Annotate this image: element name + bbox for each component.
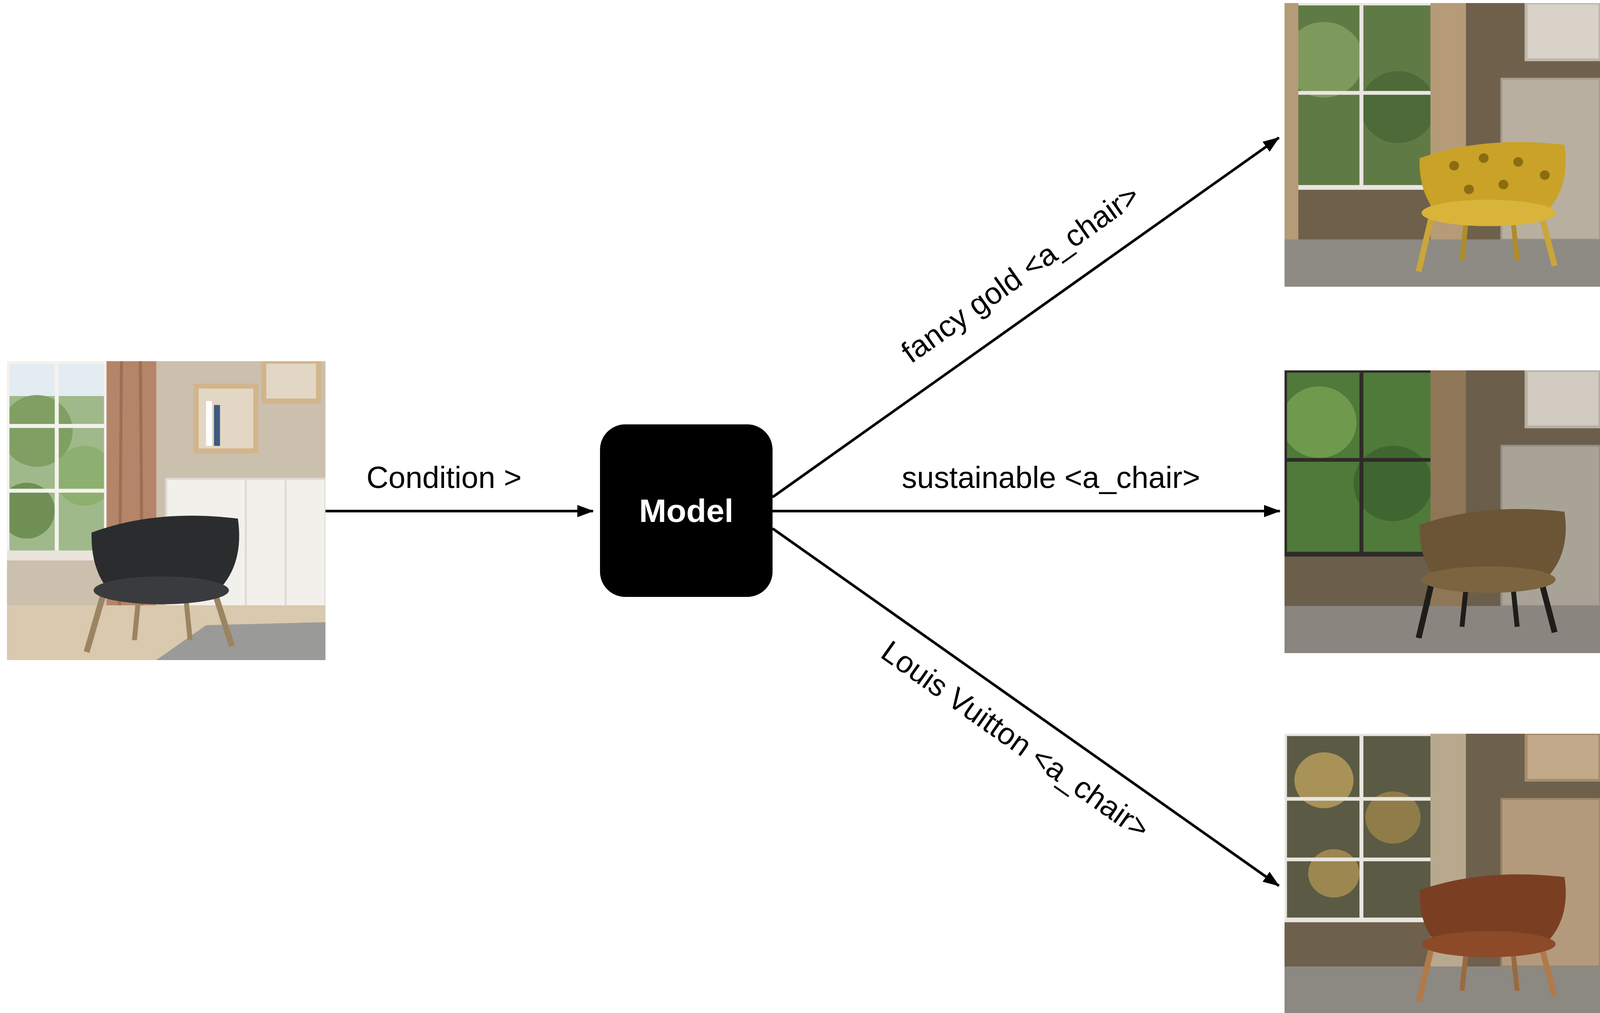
window-bar: [54, 361, 59, 556]
tree: [0, 395, 73, 468]
window-bar: [6, 488, 107, 493]
chair-pattern: [1498, 179, 1509, 190]
chair-seat: [1421, 566, 1556, 594]
chair-pattern: [1449, 160, 1460, 171]
tree: [1281, 386, 1357, 458]
window-bar: [1284, 796, 1438, 801]
tree: [1360, 71, 1436, 143]
window-view: [1284, 3, 1438, 188]
window-view: [1284, 733, 1438, 920]
window-frame: [6, 361, 107, 556]
chair: [1418, 142, 1567, 272]
output-photo: [1281, 370, 1600, 654]
chair: [86, 515, 240, 653]
arrow-line: [325, 509, 594, 513]
prompt-label: sustainable <a_chair>: [901, 460, 1201, 496]
arrow-line: [772, 137, 1279, 498]
floor: [6, 605, 326, 661]
shelf: [263, 361, 319, 401]
chair-pattern: [1539, 170, 1550, 180]
output-photo: [1284, 3, 1600, 287]
wall: [1284, 3, 1600, 287]
chair-seat: [1421, 199, 1556, 227]
window-bar: [6, 423, 107, 428]
chair-leg: [213, 590, 232, 647]
rug: [156, 622, 326, 661]
chair-pattern: [1513, 157, 1524, 167]
arrow-line: [772, 509, 1280, 513]
prompt-label: Louis Vuitton <a_chair>: [874, 633, 1156, 847]
window-frame: [1284, 3, 1438, 188]
book: [213, 405, 221, 447]
chair-leg: [1513, 222, 1518, 261]
chair-leg: [1418, 944, 1433, 1002]
window-frame: [1284, 733, 1438, 920]
chair-leg: [1540, 944, 1555, 997]
prompt-label: fancy gold <a_chair>: [894, 177, 1146, 370]
chair-leg: [134, 600, 139, 641]
shelf: [196, 386, 256, 451]
chair-leg: [1513, 953, 1518, 991]
arrow-line: [772, 528, 1279, 886]
chair-pattern: [1464, 184, 1475, 195]
wall: [6, 361, 326, 661]
chair-leg: [186, 600, 190, 641]
chair-leg: [1461, 953, 1466, 991]
node-label: Model: [639, 491, 734, 530]
window-bar: [1284, 91, 1438, 95]
chair-leg: [1461, 222, 1466, 261]
shelf: [1525, 733, 1600, 781]
input-photo: [0, 361, 326, 661]
output-photo: [1284, 733, 1600, 1013]
cabinet-line: [244, 478, 248, 609]
window-bar: [1359, 733, 1364, 920]
chair-seat: [93, 576, 230, 605]
wall: [1284, 733, 1600, 1013]
book: [206, 400, 213, 446]
chair: [1418, 508, 1567, 638]
window-frame: [1284, 370, 1438, 555]
shelf: [1525, 3, 1600, 60]
chair-leg: [1418, 579, 1433, 638]
chair-pattern: [1478, 153, 1489, 163]
model-box: Model: [600, 424, 773, 597]
window-bar: [1359, 370, 1364, 555]
condition-label: Condition >: [366, 460, 522, 496]
chair-seat: [1421, 931, 1556, 958]
window-bar: [1359, 3, 1364, 188]
chair-leg: [1418, 213, 1433, 272]
cabinet-line: [284, 478, 287, 609]
curtain: [1284, 3, 1299, 245]
chair-leg: [1461, 589, 1466, 628]
tree: [1353, 445, 1433, 522]
chair-leg: [1513, 589, 1518, 628]
chair: [1418, 874, 1567, 1003]
chair-leg: [1540, 579, 1555, 633]
window-bar: [1284, 457, 1438, 462]
pattern: [1308, 849, 1360, 898]
window-bar: [1284, 857, 1438, 862]
chair-leg: [1540, 213, 1555, 267]
shelf: [1525, 370, 1600, 428]
chair-leg: [86, 590, 105, 653]
